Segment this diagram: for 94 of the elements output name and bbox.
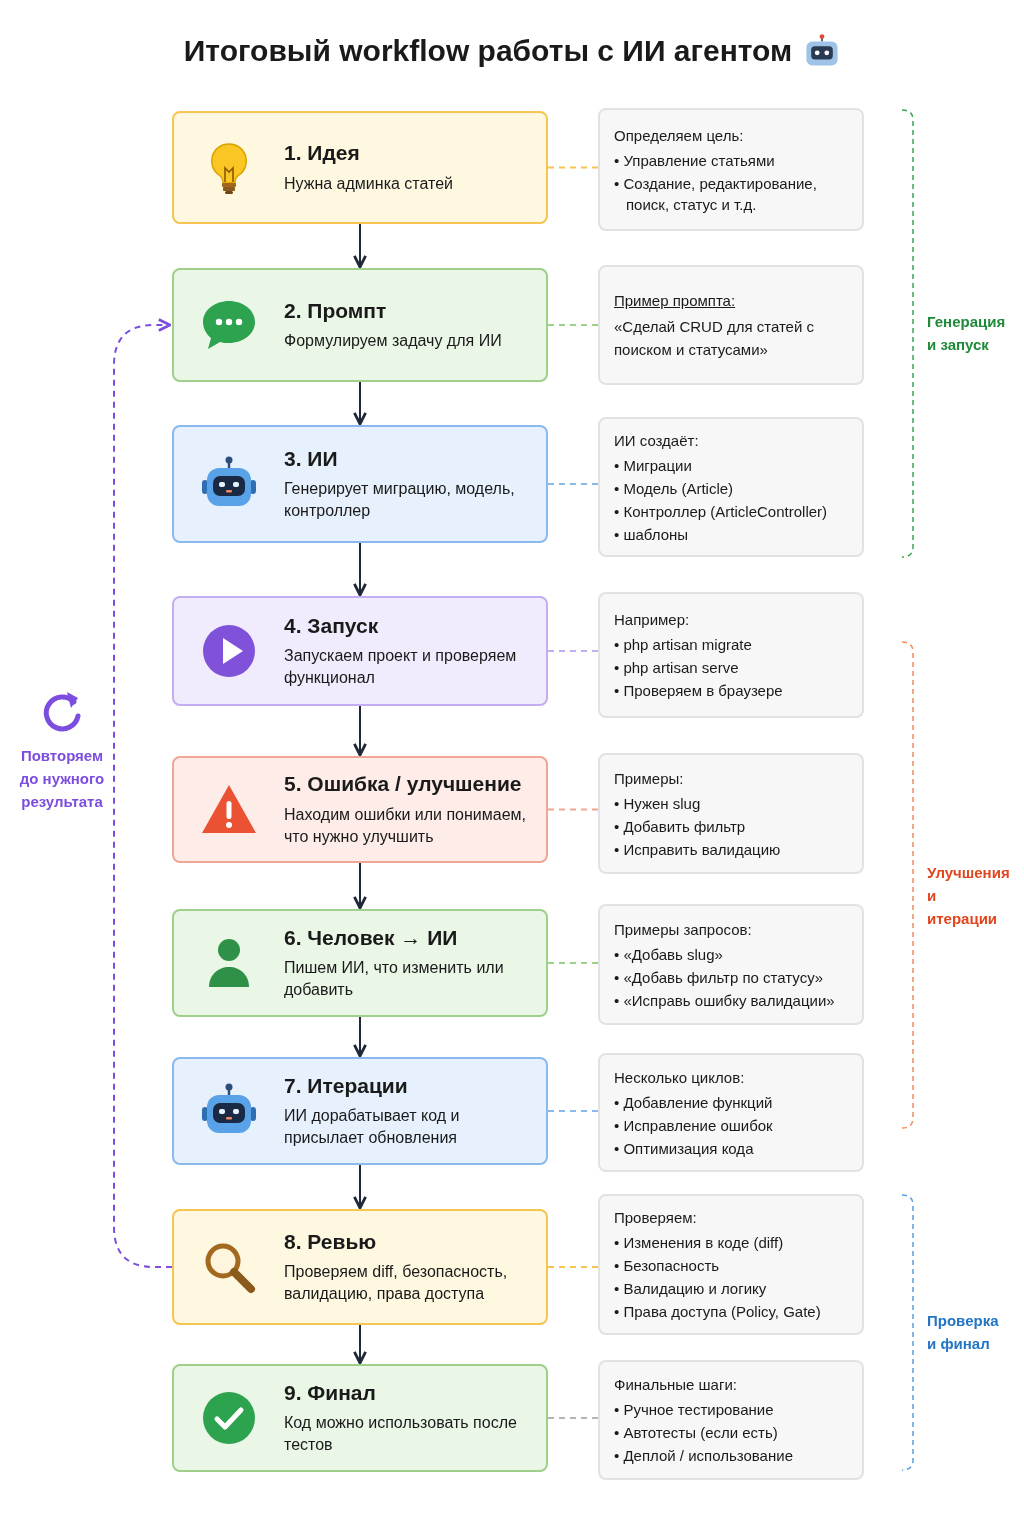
- arrow: [353, 223, 367, 269]
- step-box: [172, 268, 548, 382]
- list-item: • Оптимизация кода: [614, 1138, 755, 1159]
- step-description: Код можно использовать после тестов: [284, 1413, 518, 1456]
- note-heading: Финальные шаги:: [614, 1375, 738, 1395]
- arrow: [353, 1016, 367, 1058]
- loop-label: Повторяем до нужного результата: [18, 746, 106, 812]
- step-box: [172, 596, 548, 706]
- list-item: • Модель (Article): [614, 478, 735, 499]
- dashed-connector: [113, 318, 173, 1268]
- dashed-connector: [547, 808, 599, 811]
- list-item: • шаблоны: [614, 524, 690, 545]
- list-item: • «Добавь slug»: [614, 944, 724, 965]
- step-box: [172, 425, 548, 543]
- list-item: • Добавление функций: [614, 1092, 774, 1113]
- note-box: [598, 904, 864, 1025]
- dashed-connector: [547, 166, 599, 169]
- arrow: [353, 542, 367, 597]
- note-box: [598, 417, 864, 557]
- list-item: • Нужен slug: [614, 793, 702, 814]
- list-item: • Безопасность: [614, 1256, 721, 1276]
- step-title: 1. Идея: [284, 140, 361, 167]
- note-box: [598, 108, 864, 231]
- note-heading: Несколько циклов:: [614, 1067, 746, 1088]
- list-item: • Исправить валидацию: [614, 839, 782, 860]
- list-item: • Добавить фильтр: [614, 816, 747, 837]
- list-item: • Валидацию и логику: [614, 1279, 768, 1299]
- step-description: Проверяем diff, безопасность, валидацию, права доступа: [284, 1262, 509, 1305]
- step-title: 9. Финал: [284, 1379, 377, 1406]
- list-item: • Автотесты (если есть): [614, 1423, 779, 1443]
- step-title: 7. Итерации: [284, 1072, 409, 1099]
- step-box: [172, 756, 548, 863]
- list-item: • Создание, редактирование, поиск, статус и т.д.: [614, 173, 818, 215]
- dashed-connector: [547, 962, 599, 964]
- note-heading: Проверяем:: [614, 1208, 698, 1228]
- list-item: • «Исправь ошибку валидации»: [614, 990, 836, 1011]
- step-description: Пишем ИИ, что изменить или добавить: [284, 958, 505, 1001]
- step-description: ИИ дорабатывает код и присылает обновления: [284, 1106, 461, 1149]
- step-title: 2. Промпт: [284, 297, 388, 324]
- list-item: • «Добавь фильтр по статусу»: [614, 967, 825, 988]
- step-title: 5. Ошибка / улучшение: [284, 771, 523, 798]
- note-heading: ИИ создаёт:: [614, 430, 700, 451]
- arrow: [353, 862, 367, 910]
- group-label: Проверка и финал: [927, 1310, 1000, 1354]
- list-item: • Миграции: [614, 455, 693, 476]
- note-heading: Примеры запросов:: [614, 919, 753, 940]
- step-description: Формулируем задачу для ИИ: [284, 331, 502, 352]
- dashed-connector: [547, 1417, 599, 1419]
- step-description: Генерирует миграцию, модель, контроллер: [284, 479, 516, 522]
- note-box: [598, 592, 864, 718]
- list-item: • php artisan serve: [614, 658, 740, 678]
- dashed-connector: [547, 324, 599, 326]
- list-item: • php artisan migrate: [614, 635, 753, 655]
- arrow: [353, 381, 367, 426]
- step-title: 3. ИИ: [284, 445, 339, 472]
- step-title: 8. Ревью: [284, 1228, 378, 1255]
- step-description: Находим ошибки или понимаем, что нужно улучшить: [284, 804, 527, 847]
- list-item: • Деплой / использование: [614, 1446, 794, 1466]
- list-item: • Ручное тестирование: [614, 1400, 775, 1420]
- step-box: [172, 1209, 548, 1325]
- step-box: [172, 1057, 548, 1165]
- note-heading: Например:: [614, 610, 691, 630]
- note-heading: Пример промпта:: [614, 290, 737, 311]
- arrow: [353, 1164, 367, 1210]
- note-heading: Примеры:: [614, 768, 685, 789]
- step-description: Запускаем проект и проверяем функционал: [284, 646, 518, 689]
- dashed-connector: [547, 483, 599, 485]
- list-item: • Права доступа (Policy, Gate): [614, 1302, 822, 1322]
- arrow: [353, 1324, 367, 1365]
- step-description: Нужна админка статей: [284, 173, 453, 194]
- list-item: • Управление статьями: [614, 150, 776, 171]
- note-box: [598, 265, 864, 385]
- list-item: • Проверяем в браузере: [614, 681, 784, 701]
- step-title: 6. Человек → ИИ: [284, 924, 459, 951]
- group-label: Генерация и запуск: [927, 311, 1007, 355]
- note-box: [598, 1194, 864, 1335]
- step-box: [172, 1364, 548, 1472]
- note-box: [598, 753, 864, 874]
- list-item: • Изменения в коде (diff): [614, 1233, 785, 1253]
- note-heading: Определяем цель:: [614, 125, 745, 146]
- step-box: [172, 909, 548, 1017]
- note-box: [598, 1053, 864, 1172]
- dashed-connector: [547, 1266, 599, 1268]
- arrow: [353, 705, 367, 757]
- group-label: Улучшения и итерации: [927, 863, 1009, 929]
- step-title: 4. Запуск: [284, 612, 380, 639]
- dashed-connector: [547, 1110, 599, 1112]
- step-box: [172, 111, 548, 224]
- diagram-title: Итоговый workflow работы с ИИ агентом: [183, 33, 793, 69]
- dashed-connector: [547, 650, 599, 652]
- prompt-example: «Сделай CRUD для статей с поиском и статусами»: [614, 316, 815, 360]
- note-box: [598, 1360, 864, 1480]
- list-item: • Контроллер (ArticleController): [614, 501, 829, 522]
- list-item: • Исправление ошибок: [614, 1115, 774, 1136]
